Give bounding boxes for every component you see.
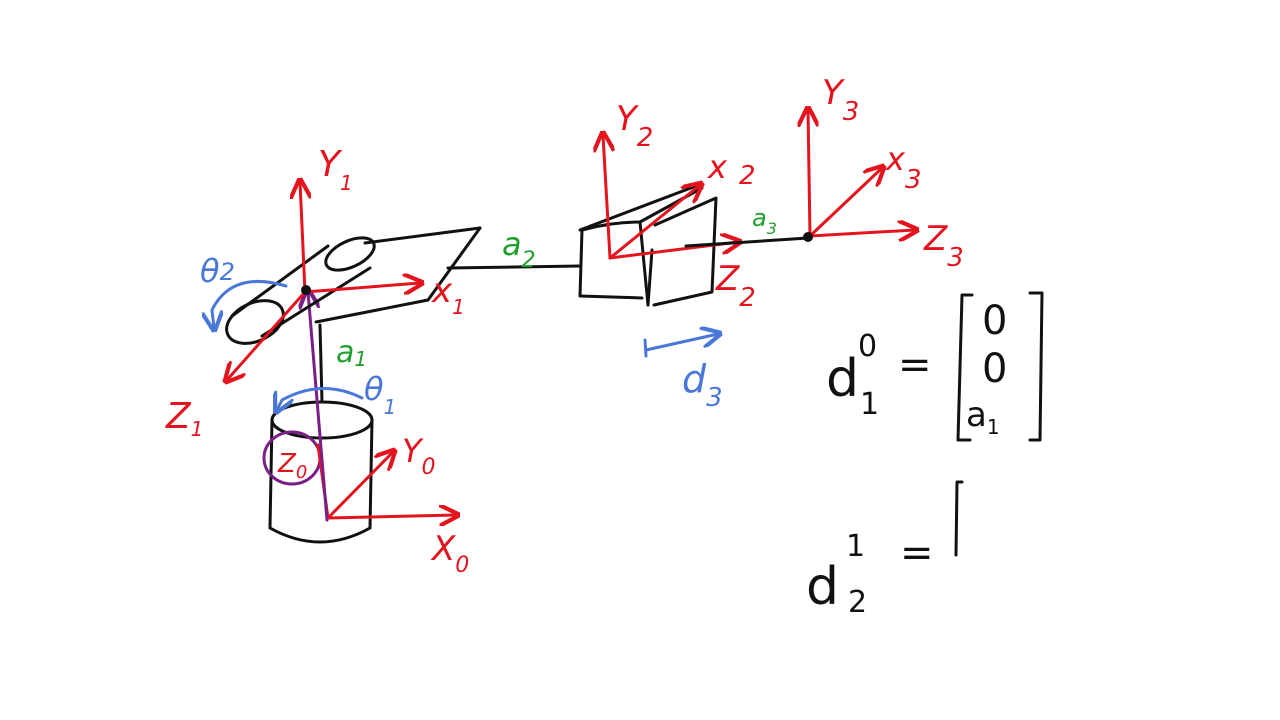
a3-link (684, 236, 810, 248)
a3-label: a3 (752, 204, 777, 238)
y2-label: Y2 (616, 99, 653, 153)
a1-link (308, 292, 329, 522)
a2-link (446, 264, 582, 270)
eq1-entry-3: a1 (966, 395, 1000, 439)
a2-label: a2 (502, 225, 536, 273)
y1-axis (300, 182, 305, 294)
z1-label: Z1 (165, 396, 203, 441)
eq1-entry-2: 0 (982, 346, 1007, 392)
y1-label: Y1 (318, 144, 353, 195)
x1-axis (303, 283, 420, 292)
y2-axis (603, 135, 610, 260)
theta2-label: θ2 (200, 252, 235, 290)
y3-label: Y3 (822, 73, 859, 127)
eq1-equals: = (898, 342, 932, 388)
z3-label: Z3 (923, 219, 964, 273)
y3-axis (808, 110, 810, 238)
frame-3-axes (808, 110, 915, 236)
a1-link-shaft (318, 323, 324, 404)
z1-axis (227, 290, 307, 380)
x2-axis (608, 185, 700, 260)
eq1-subscript: 1 (860, 387, 879, 422)
x0-axis (326, 515, 456, 518)
y0-axis (326, 452, 393, 520)
eq2-d: d (806, 557, 839, 617)
eq1-entry-1: 0 (982, 298, 1007, 344)
eq2-superscript: 1 (846, 529, 865, 564)
matrix-bracket-eq2 (954, 480, 964, 557)
equation-d1-0: d 0 1 = 0 0 a1 (826, 298, 1007, 439)
x3-label: x3 (885, 140, 921, 195)
eq1-d: d (826, 349, 859, 409)
z3-axis (808, 230, 915, 236)
d3-arrow (643, 334, 718, 358)
z2-label: Z2 (715, 259, 756, 313)
frame-1-origin (301, 285, 311, 295)
matrix-bracket-eq1 (956, 291, 1044, 442)
d3-label: d3 (682, 357, 723, 413)
x0-label: X0 (430, 529, 469, 578)
theta2-rotation-arrow (212, 279, 288, 328)
x3-axis (808, 168, 882, 238)
z0-label: Z0 (277, 449, 307, 483)
equation-d2-1: d 1 2 = (806, 529, 934, 620)
eq2-subscript: 2 (848, 585, 867, 620)
frame-1-axes (227, 182, 420, 380)
eq1-superscript: 0 (858, 329, 877, 364)
eq2-equals: = (900, 530, 934, 576)
frame-3-origin (803, 232, 813, 242)
theta1-rotation-arrow (277, 387, 364, 410)
theta1-label: θ1 (364, 370, 396, 419)
y0-label: Y0 (402, 432, 436, 480)
a1-label: a1 (336, 335, 367, 371)
x1-label: x1 (431, 271, 465, 319)
